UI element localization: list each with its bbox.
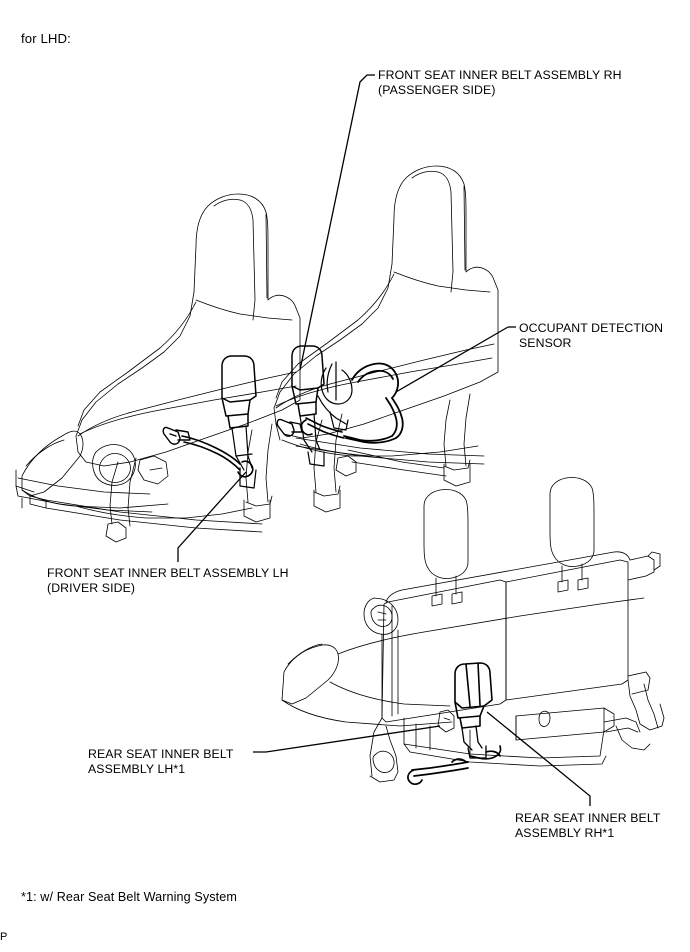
leader-rear-lh (253, 725, 441, 753)
front-lh-connector (162, 426, 191, 445)
front-lh-buckle-stalk (231, 425, 257, 489)
leader-front-rh (299, 74, 368, 371)
callout-front-seat-inner-belt-rh: FRONT SEAT INNER BELT ASSEMBLY RH(PASSEN… (378, 68, 622, 98)
leader-sensor (395, 326, 509, 393)
leader-lines (177, 74, 591, 806)
callout-line-2: (PASSENGER SIDE) (378, 83, 496, 97)
callout-line-1: REAR SEAT INNER BELT (515, 811, 661, 825)
front-rh-connector (276, 418, 303, 437)
callout-line-1: REAR SEAT INNER BELT (88, 747, 234, 761)
footnote-rear-seat-belt-warning: *1: w/ Rear Seat Belt Warning System (21, 890, 237, 904)
page-heading: for LHD: (21, 31, 71, 46)
rear-seat-inner-belt-part (454, 662, 493, 729)
front-seat-inner-belt-rh-part (291, 345, 325, 417)
front-seat-lh-illustration (15, 193, 301, 543)
front-seat-rh-illustration (273, 165, 499, 513)
callout-line-2: SENSOR (519, 336, 572, 350)
seat-belt-guide-detail (317, 361, 353, 431)
rear-wire-harness (407, 745, 502, 786)
leader-front-lh (177, 471, 247, 562)
leader-rear-rh (486, 711, 591, 806)
callout-line-1: FRONT SEAT INNER BELT ASSEMBLY LH (47, 566, 289, 580)
callout-line-2: ASSEMBLY LH*1 (88, 762, 186, 776)
front-lh-wire-harness (181, 435, 254, 478)
callout-line-1: FRONT SEAT INNER BELT ASSEMBLY RH (378, 68, 622, 82)
occupant-detection-sensor-part (343, 362, 404, 444)
callout-line-2: (DRIVER SIDE) (47, 581, 136, 595)
rear-seat-illustration (281, 477, 665, 783)
callout-line-1: OCCUPANT DETECTION (519, 321, 664, 335)
page-corner-mark: P (0, 931, 8, 943)
callout-front-seat-inner-belt-lh: FRONT SEAT INNER BELT ASSEMBLY LH(DRIVER… (47, 566, 289, 596)
callout-line-2: ASSEMBLY RH*1 (515, 826, 615, 840)
front-seat-inner-belt-lh-part (221, 355, 257, 429)
